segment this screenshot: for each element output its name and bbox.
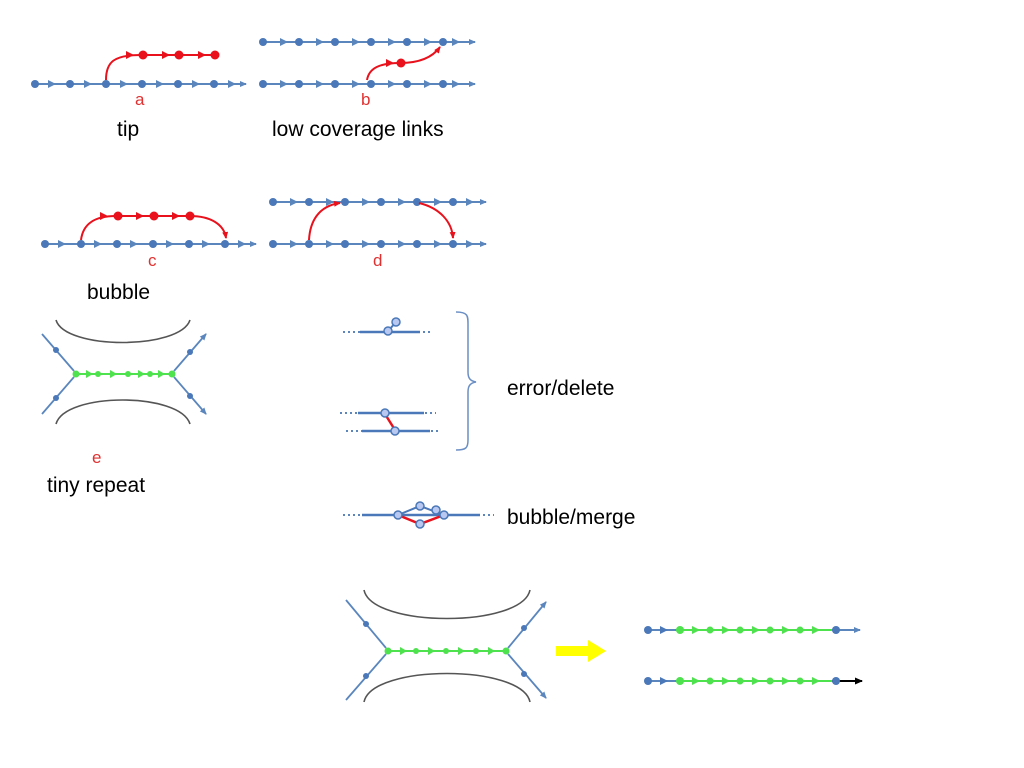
error-delete-example-2 [340, 408, 440, 436]
error-delete-example-1 [343, 317, 432, 336]
label-error-delete: error/delete [507, 377, 615, 400]
label-bubble-merge: bubble/merge [507, 506, 636, 529]
repeat-after [644, 626, 863, 685]
panel-e-tiny-repeat [41, 319, 207, 425]
caption-low-coverage-links: low coverage links [272, 118, 444, 141]
panel-d-error-link-1 [308, 200, 341, 241]
panel-d-letter: d [373, 251, 383, 270]
panel-c-bubble [41, 211, 257, 248]
caption-tip: tip [117, 118, 140, 141]
bracket [455, 311, 477, 451]
panel-a-nodes [31, 80, 218, 88]
panel-b-letter: b [361, 90, 371, 109]
panel-a-tip-branch [105, 54, 141, 81]
panel-a-letter: a [135, 90, 145, 109]
caption-tiny-repeat: tiny repeat [47, 474, 146, 497]
panel-a-tip [31, 50, 247, 88]
repeat-before [345, 589, 547, 703]
panel-a-error-nodes [138, 50, 220, 60]
panel-d-crossing-links [269, 198, 487, 248]
panel-b-low-coverage-links [259, 38, 476, 88]
panel-e-letter: e [92, 448, 102, 467]
panel-d-error-link-2 [418, 202, 456, 239]
transform-arrow [556, 640, 606, 662]
bubble-merge-example [343, 501, 494, 529]
panel-a-error-arrowheads [126, 51, 206, 59]
caption-bubble: bubble [87, 281, 151, 304]
panel-a-arrowheads [48, 80, 236, 88]
panel-c-letter: c [148, 251, 157, 270]
